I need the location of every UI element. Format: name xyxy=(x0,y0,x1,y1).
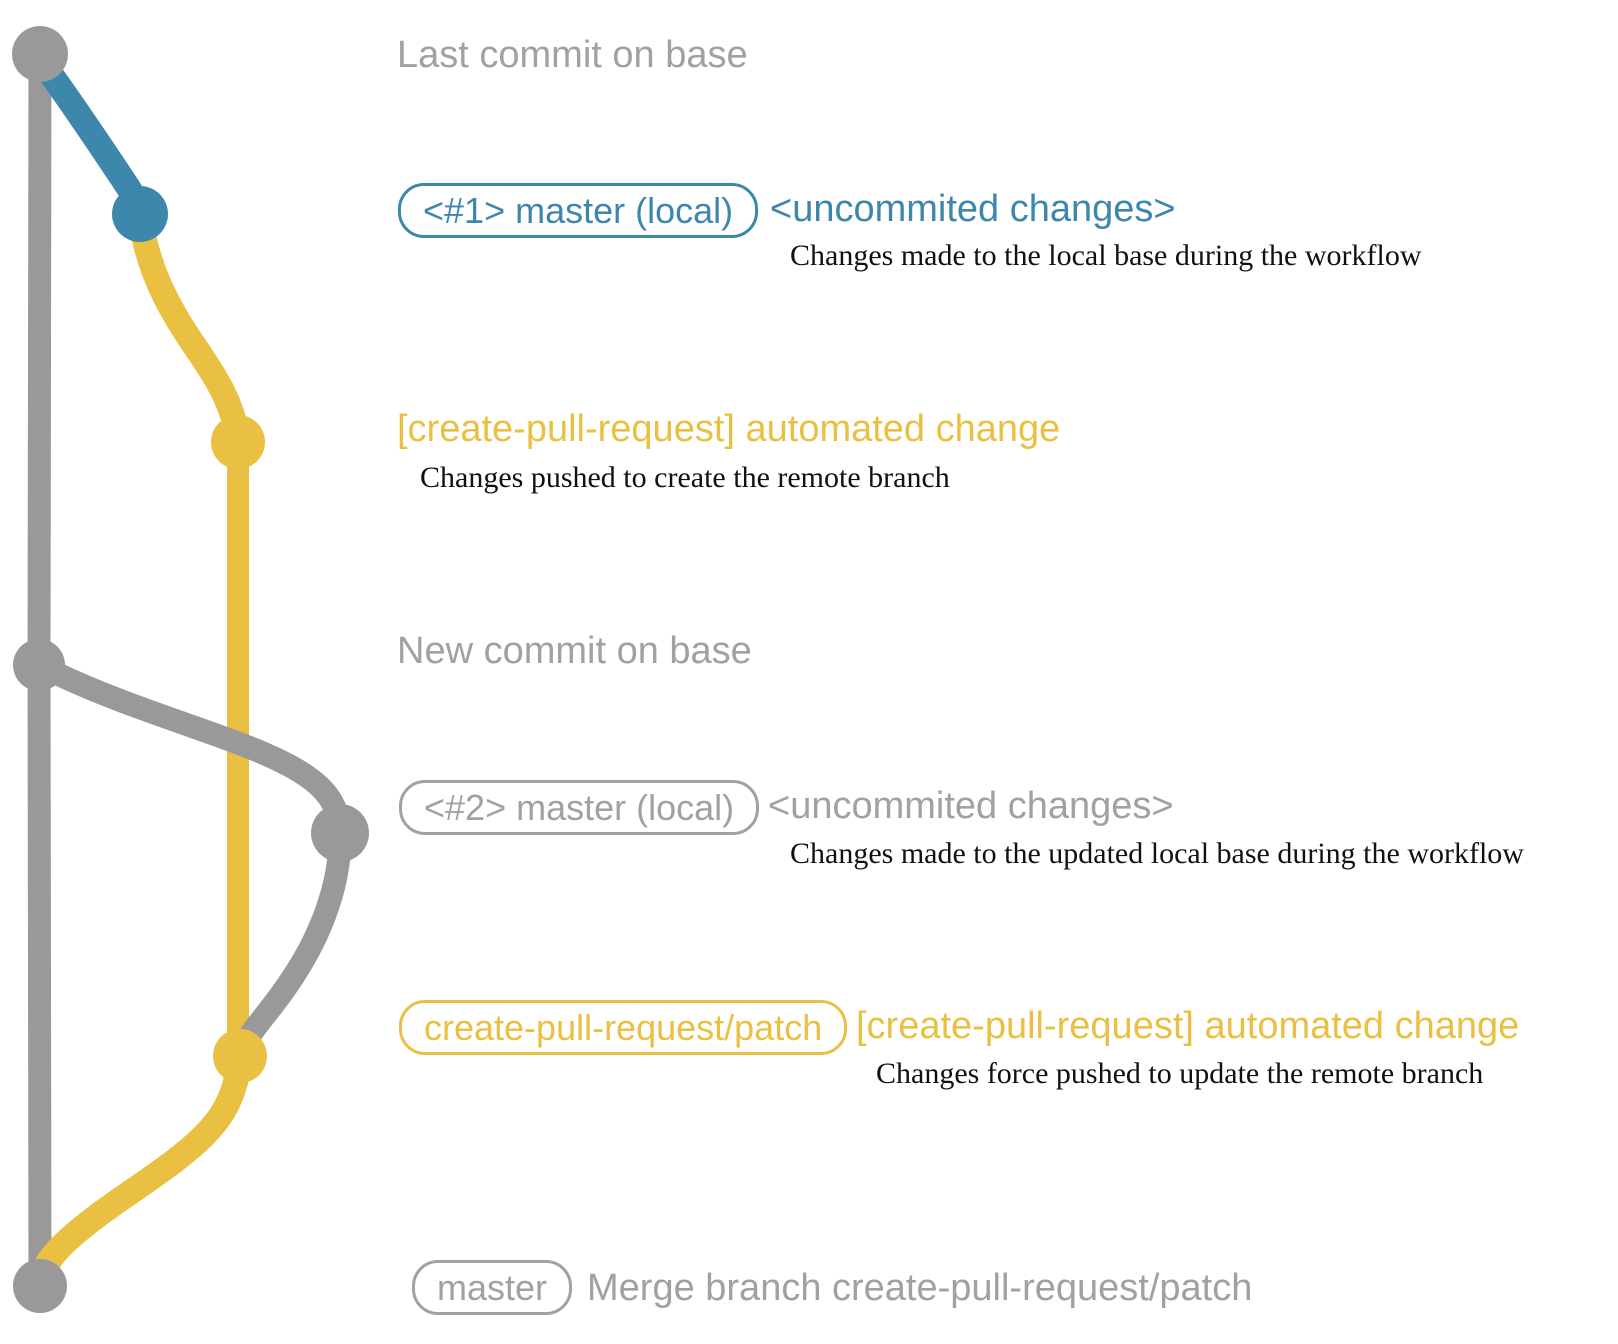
note-local-changes-1: Changes made to the local base during th… xyxy=(790,239,1422,272)
label-automated-change-2: [create-pull-request] automated change xyxy=(856,1005,1520,1047)
remote-branch-create-curve xyxy=(127,214,251,443)
badge-create-pull-request-patch: create-pull-request/patch xyxy=(399,1000,848,1055)
note-force-pushed-update-remote: Changes force pushed to update the remot… xyxy=(876,1057,1484,1090)
commit-dot-automated-1 xyxy=(211,415,265,469)
label-automated-change-1: [create-pull-request] automated change xyxy=(397,408,1061,450)
updated-local-curve xyxy=(33,654,352,834)
badge-master-local-1: <#1> master (local) xyxy=(398,183,759,238)
commit-dot-automated-2 xyxy=(213,1029,267,1083)
label-uncommited-changes-2: <uncommited changes> xyxy=(768,785,1174,827)
label-uncommited-changes-1: <uncommited changes> xyxy=(770,188,1176,230)
note-local-changes-2: Changes made to the updated local base d… xyxy=(790,837,1524,870)
commit-dot-last-base xyxy=(12,26,68,82)
badge-master: master xyxy=(412,1260,573,1315)
badge-master-local-2: <#2> master (local) xyxy=(399,780,760,835)
commit-dot-merge xyxy=(13,1259,67,1313)
label-last-commit-on-base: Last commit on base xyxy=(397,34,748,76)
commit-dot-local-2 xyxy=(311,804,369,862)
commit-dot-new-base xyxy=(13,639,65,691)
note-pushed-create-remote: Changes pushed to create the remote bran… xyxy=(420,461,950,494)
label-merge-branch: Merge branch create-pull-request/patch xyxy=(587,1267,1253,1309)
merge-curve xyxy=(27,1056,253,1286)
commit-dot-local-1 xyxy=(112,186,168,242)
force-push-curve xyxy=(235,832,352,1049)
label-new-commit-on-base: New commit on base xyxy=(397,630,752,672)
